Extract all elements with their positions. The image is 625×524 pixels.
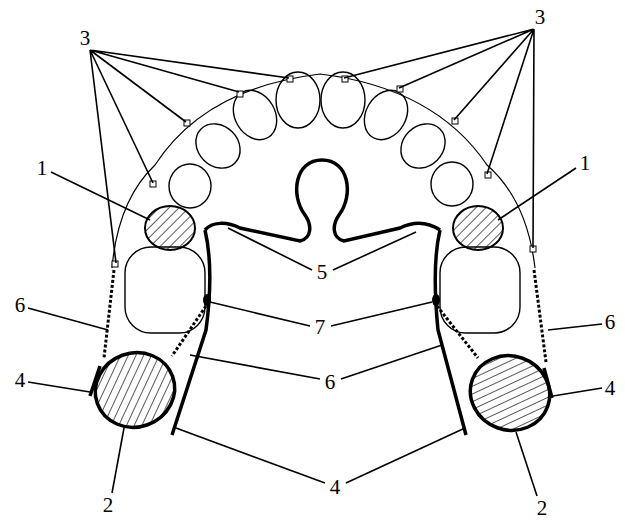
callout-number: 2 [101, 494, 116, 517]
molar-band [85, 342, 185, 439]
callout-number: 5 [315, 261, 330, 284]
tooth [431, 162, 473, 206]
callout-number: 7 [313, 316, 328, 339]
callout-number: 1 [35, 157, 50, 180]
callout-number: 3 [78, 27, 93, 50]
bands [85, 206, 560, 441]
callout-number: 1 [578, 152, 593, 175]
callout-number: 4 [13, 369, 28, 392]
lingual-arm [172, 230, 210, 435]
molar-band [460, 345, 560, 442]
brackets [112, 76, 536, 267]
premolar-band [145, 206, 195, 250]
callout-number: 6 [323, 371, 338, 394]
callout-number: 4 [603, 377, 618, 400]
molar [125, 247, 205, 333]
lingual-arm [435, 230, 466, 435]
callout-number: 6 [13, 294, 28, 317]
callout-number: 3 [533, 6, 548, 29]
buccal-hook [90, 366, 100, 396]
buccal-hook [544, 368, 552, 398]
premolar-band [453, 206, 503, 250]
elastic-chains [104, 270, 546, 362]
tooth [169, 164, 211, 208]
leader-lines [28, 29, 602, 496]
palatal-wire [205, 160, 440, 241]
molar [440, 247, 520, 333]
callout-number: 4 [328, 476, 343, 499]
callout-number: 2 [535, 497, 550, 520]
buttons [203, 294, 440, 306]
callout-number: 6 [603, 311, 618, 334]
labial-arch-wire [112, 74, 535, 268]
